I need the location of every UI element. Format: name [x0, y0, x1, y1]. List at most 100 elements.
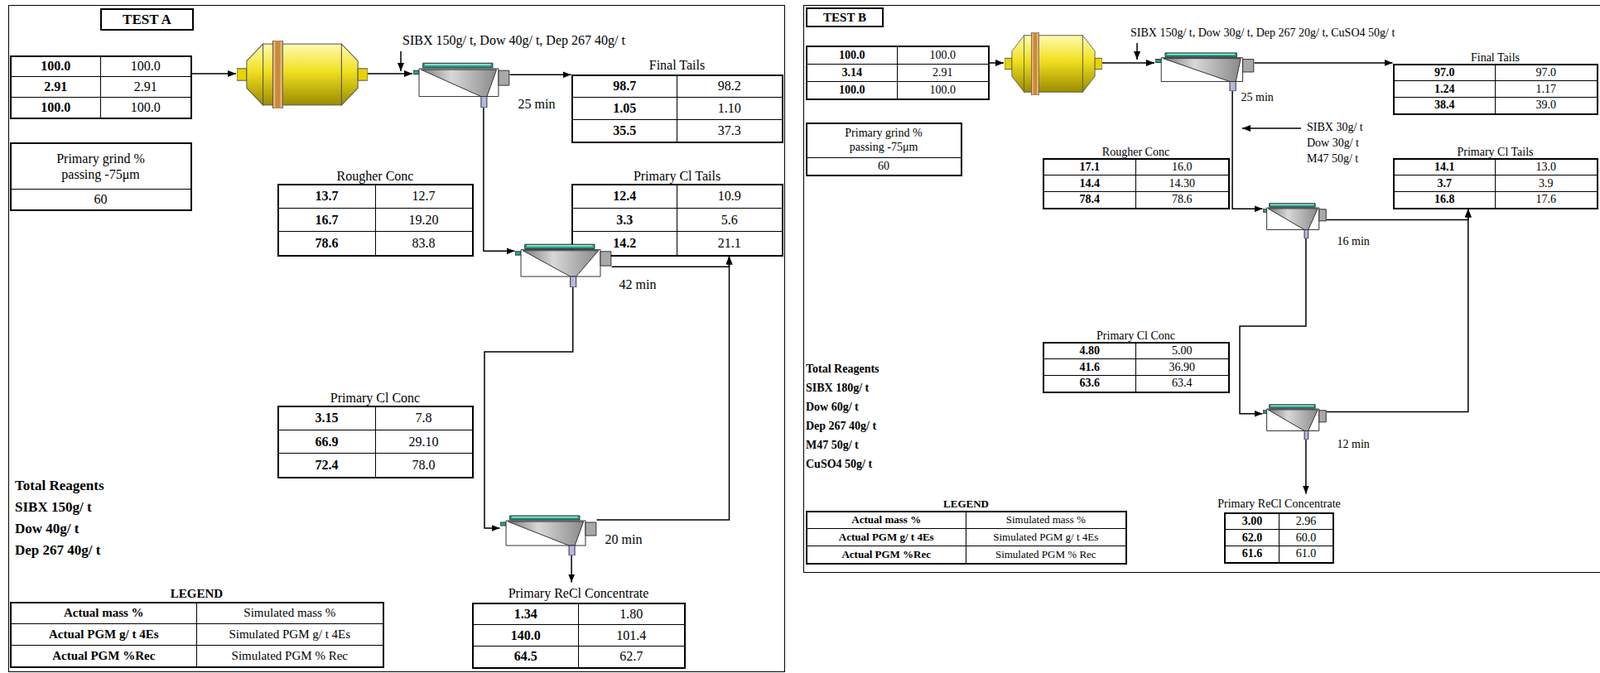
table-cell: Simulated PGM % Rec [966, 546, 1127, 564]
table-cell: Actual mass % [10, 602, 198, 625]
table-heading: Primary Cl Tails [571, 165, 784, 184]
flotation-cell-box: 12 min [1262, 403, 1327, 440]
cell-value: 7.8 [415, 410, 433, 425]
flow-line [1254, 62, 1393, 64]
table-cell: Actual PGM %Rec [10, 645, 198, 668]
cell-value: Actual PGM %Rec [52, 649, 155, 663]
cell-value: 2.91 [932, 66, 954, 79]
table-row: 97.097.0 [1393, 64, 1598, 82]
table-cell: 14.1 [1393, 159, 1496, 176]
table-heading: Final Tails [1392, 48, 1599, 64]
table-heading: Primary Cl Tails [1392, 142, 1599, 159]
table-row: 14.4 14.30 [1043, 175, 1229, 193]
cell-value: 66.9 [315, 434, 339, 449]
cell-value: 100.0 [930, 48, 957, 62]
cell-value: 101.4 [616, 628, 646, 643]
cell-value: 16.0 [1171, 160, 1193, 174]
cell-value: 2.91 [134, 79, 158, 94]
note-label: CuSO4 50g/ t [805, 457, 873, 471]
flotation-cell-box: 20 min [500, 514, 598, 556]
flow-line [510, 74, 572, 77]
grind-heading: Primary grind % passing -75μm [47, 150, 155, 183]
cell-value: 140.0 [510, 628, 541, 643]
label-text: SIBX 30g/ t [1306, 120, 1364, 134]
table-cell: 14.4 [1043, 175, 1137, 193]
cell-value: 17.6 [1536, 192, 1557, 206]
stream-table-box: Primary Cl Tails14.1 13.0 3.7 3.9 16.8 17.6 [1392, 142, 1599, 210]
table-cell: 29.10 [375, 429, 473, 454]
cell-value: 100.0 [40, 100, 71, 115]
note-label: SIBX 150g/ t, Dow 30g/ t, Dep 267 20g/ t… [1130, 26, 1395, 39]
grind-table: Primary grind % passing -75μm 60 [9, 142, 193, 212]
stream-table: 1.341.80140.0101.464.562.7 [472, 602, 686, 670]
heading-text: Primary Cl Conc [1096, 329, 1176, 343]
table-cell: 10.9 [677, 184, 783, 209]
note-label: SIBX 150g/ t [14, 500, 92, 516]
table-cell: 78.0 [375, 453, 473, 478]
table-cell: 3.15 [278, 406, 376, 431]
cell-value: 1.17 [1536, 82, 1557, 96]
table-cell: 1.80 [578, 603, 685, 626]
heading-text: LEGEND [170, 587, 223, 601]
cell-value: 14.30 [1169, 177, 1196, 190]
cell-value: 3.00 [1242, 515, 1263, 528]
table-cell: 13.7 [278, 184, 376, 209]
cell-value: 14.4 [1079, 177, 1101, 190]
cell-value: 60.0 [1296, 531, 1317, 545]
table-cell: 3.7 [1393, 175, 1496, 193]
test-panel: TEST B100.0100.03.142.91100.0100.025 min… [803, 4, 1600, 574]
residence-time: 25 min [518, 96, 556, 112]
table-row: 1.341.80 [472, 603, 685, 626]
heading-text: Final Tails [1470, 51, 1520, 64]
time-text: 25 min [518, 96, 556, 111]
cell-value: 5.00 [1171, 344, 1193, 357]
cell-value: 3.9 [1538, 177, 1554, 190]
table-cell: 140.0 [472, 625, 579, 647]
time-text: 42 min [619, 277, 657, 292]
stream-table-box: 100.0100.03.142.91100.0100.0 [805, 45, 990, 102]
table-cell: 1.34 [472, 603, 579, 626]
table-cell: 78.6 [278, 231, 376, 256]
panel-title-box: TEST B [805, 7, 884, 28]
feed-arrows [192, 43, 1302, 129]
table-cell: 61.6 [1224, 546, 1280, 564]
table-cell: 16.0 [1136, 159, 1229, 176]
time-text: 12 min [1337, 438, 1370, 451]
residence-time: 12 min [1337, 438, 1370, 451]
flotation-cell [413, 61, 511, 108]
table-row: 13.712.7 [278, 184, 473, 209]
cell-value: 97.0 [1536, 66, 1557, 79]
cell-value: 3.14 [842, 66, 863, 79]
table-row: 66.9 29.10 [278, 429, 473, 454]
note-label: Total Reagents [805, 362, 880, 376]
cell-value: 13.0 [1536, 160, 1557, 174]
time-text: 20 min [605, 532, 643, 547]
flotation-cell [1155, 51, 1255, 92]
table-row: 16.719.20 [278, 207, 473, 232]
table-row: 3.002.96 [1224, 513, 1334, 531]
label-text: Dow 40g/ t [14, 520, 79, 537]
test-panel: TEST A100.0100.02.912.91100.0100.0Primar… [8, 4, 786, 673]
stream-table: 13.712.716.719.2078.683.8 [277, 183, 474, 257]
table-row: 60 [10, 189, 192, 211]
table-cell: Actual PGM %Rec [806, 546, 967, 564]
table-cell: Actual PGM g/ t 4Es [806, 529, 967, 547]
label-text: Dow 30g/ t [1306, 136, 1360, 150]
cell-value: 36.90 [1169, 361, 1196, 374]
table-row: 100.0100.0 [10, 56, 192, 78]
table-cell: 16.8 [1393, 192, 1496, 209]
table-cell: 101.4 [578, 625, 685, 647]
table-cell: 41.6 [1043, 359, 1137, 376]
table-cell: 100.0 [897, 46, 989, 65]
stream-table: 12.410.93.35.614.221.1 [571, 183, 784, 257]
flow-line [570, 555, 573, 584]
cell-value: 35.5 [612, 123, 637, 138]
heading-text: Primary ReCl Concentrate [1217, 497, 1341, 511]
table-cell: 98.7 [572, 75, 678, 98]
flotation-cell [500, 514, 598, 556]
note-label: M47 50g/ t [1306, 152, 1359, 165]
cell-value: 63.6 [1079, 376, 1101, 390]
cell-value: 98.2 [718, 78, 742, 93]
label-text: M47 50g/ t [1306, 152, 1359, 165]
table-row: Primary grind % passing -75μm [806, 123, 962, 159]
